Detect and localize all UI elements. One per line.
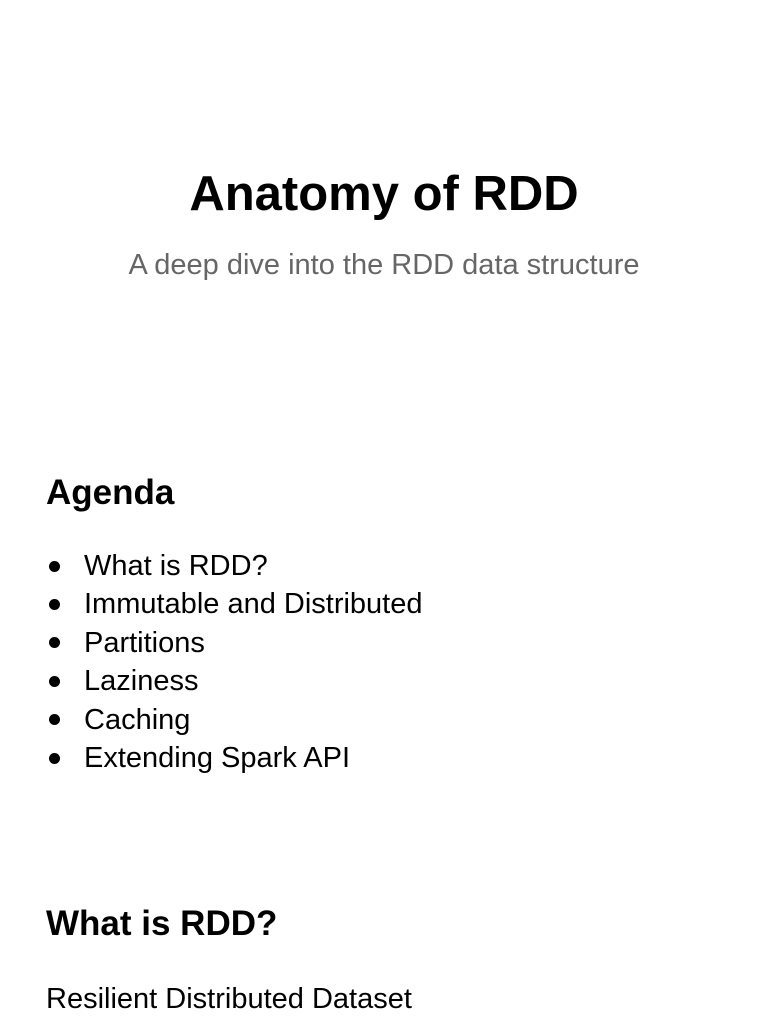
agenda-item: Caching [46, 701, 423, 739]
agenda-item-label: What is RDD? [84, 550, 268, 582]
bullet-icon [49, 560, 60, 572]
slide-subtitle: A deep dive into the RDD data structure [128, 249, 640, 281]
agenda-item-label: Laziness [84, 665, 199, 698]
bullet-icon [49, 599, 60, 611]
agenda-item: Laziness [46, 662, 423, 700]
agenda-item-label: Caching [84, 703, 191, 736]
agenda-item: Extending Spark API [46, 739, 423, 777]
agenda-item-label: Extending Spark API [84, 741, 350, 774]
agenda-item: Immutable and Distributed [46, 585, 423, 623]
rdd-heading: What is RDD? [46, 904, 278, 943]
agenda-heading: Agenda [46, 473, 175, 512]
agenda-item-label: Immutable and Distributed [84, 588, 423, 621]
bullet-icon [49, 752, 60, 764]
slide-title: Anatomy of RDD [189, 167, 579, 221]
agenda-item: Partitions [46, 624, 423, 662]
agenda-item-label: Partitions [84, 626, 205, 659]
bullet-icon [49, 637, 60, 649]
bullet-icon [49, 675, 60, 687]
rdd-definition: Resilient Distributed Dataset [46, 983, 412, 1015]
agenda-item: What is RDD? [46, 547, 423, 585]
agenda-list: What is RDD? Immutable and Distributed P… [46, 547, 423, 777]
bullet-icon [49, 714, 60, 726]
